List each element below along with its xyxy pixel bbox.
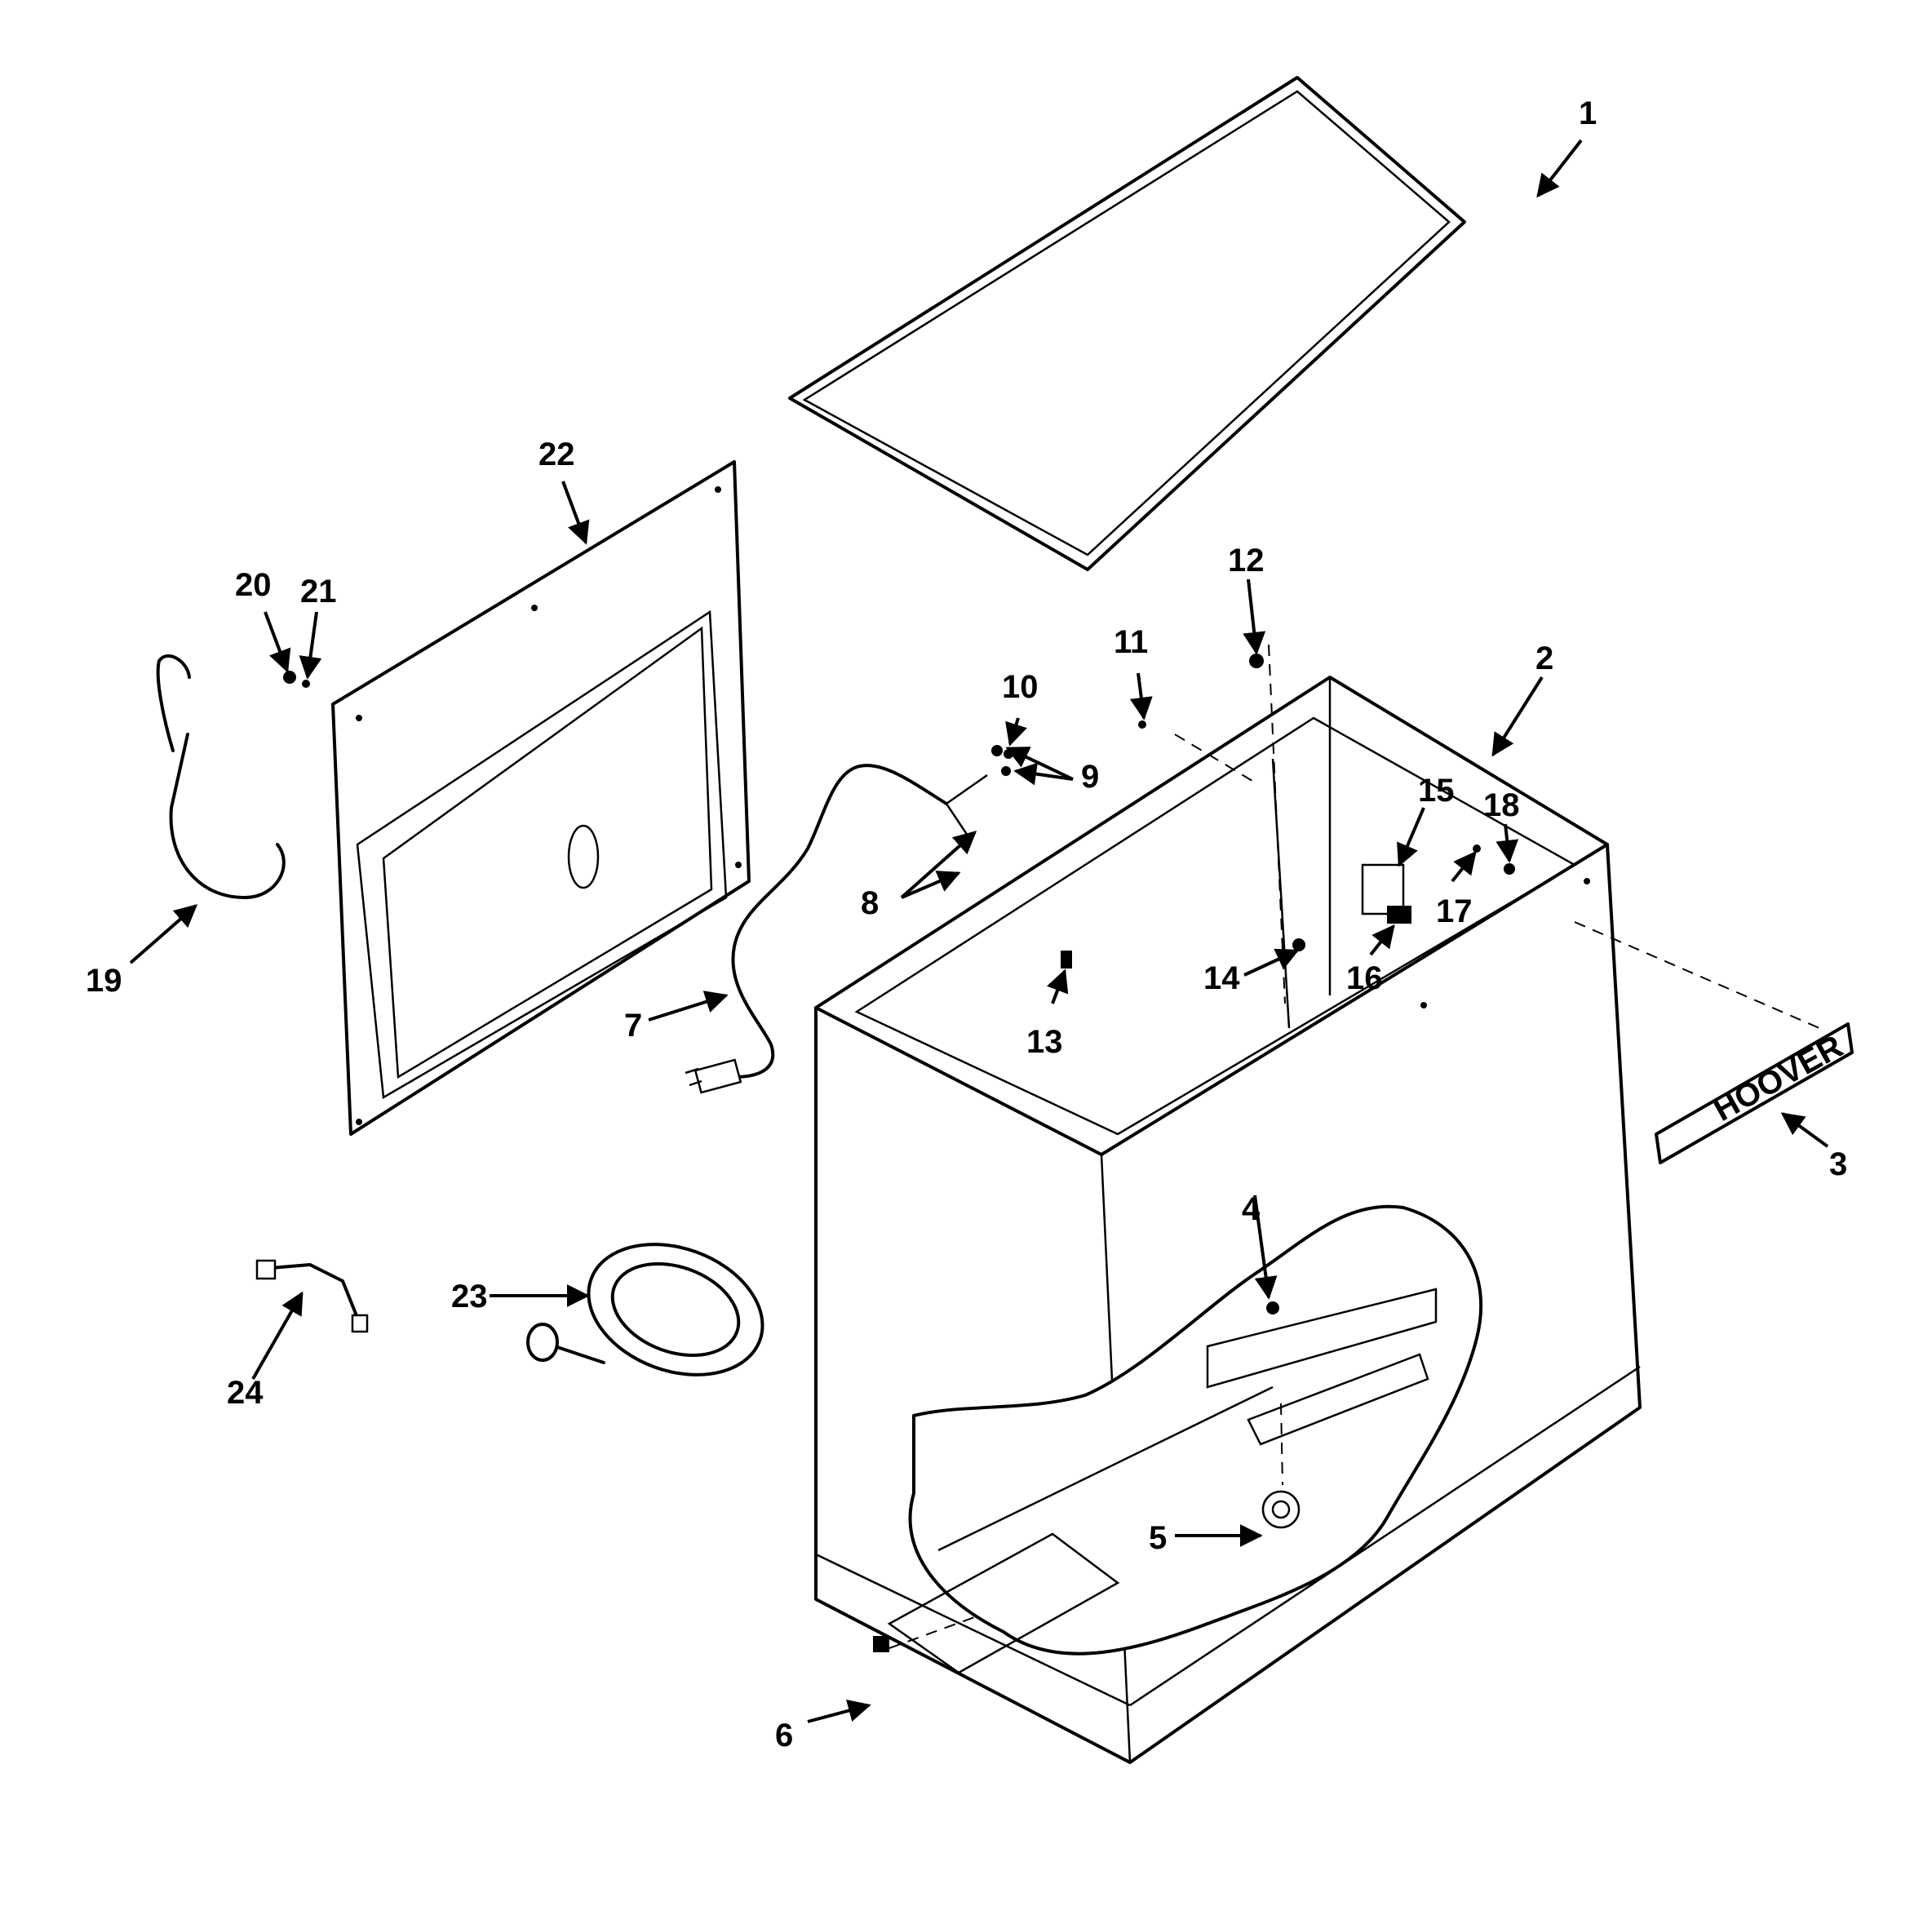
callout-21: 21: [300, 574, 337, 610]
callout-7: 7: [624, 1008, 642, 1044]
callout-18: 18: [1483, 787, 1520, 823]
callout-2: 2: [1535, 641, 1553, 676]
callout-5: 5: [1149, 1520, 1167, 1556]
cabinet-part: [814, 676, 1642, 1764]
callout-22: 22: [538, 437, 575, 472]
callout-12: 12: [1228, 543, 1265, 578]
callout-9: 9: [1081, 759, 1099, 795]
callout-16: 16: [1346, 960, 1383, 996]
callout-4: 4: [1242, 1191, 1261, 1227]
callout-15: 15: [1418, 773, 1455, 809]
callout-8: 8: [861, 885, 879, 921]
elbow-fitting-part: [255, 1259, 369, 1333]
callout-19: 19: [86, 963, 122, 999]
leader-lines: [129, 139, 1829, 1723]
callout-10: 10: [1002, 669, 1039, 705]
callout-24: 24: [227, 1375, 264, 1411]
callout-labels: 1 2 3 4 5 6 7 8 9 10 11 12 13 14 15 16 1…: [86, 95, 1847, 1753]
fill-hose-part: [526, 1243, 764, 1376]
nameplate-text: HOOVER: [1708, 1028, 1849, 1128]
lid-part: [788, 76, 1466, 571]
back-panel-part: [331, 460, 751, 1136]
callout-20: 20: [235, 567, 272, 603]
callout-6: 6: [775, 1718, 793, 1753]
callout-3: 3: [1829, 1146, 1847, 1182]
callout-17: 17: [1436, 893, 1473, 929]
callout-14: 14: [1203, 960, 1240, 996]
small-parts: [283, 644, 1820, 1652]
drain-hose-part: [156, 654, 286, 899]
callout-11: 11: [1114, 624, 1148, 660]
callout-13: 13: [1026, 1024, 1063, 1060]
callout-1: 1: [1579, 95, 1597, 131]
callout-23: 23: [451, 1279, 488, 1314]
